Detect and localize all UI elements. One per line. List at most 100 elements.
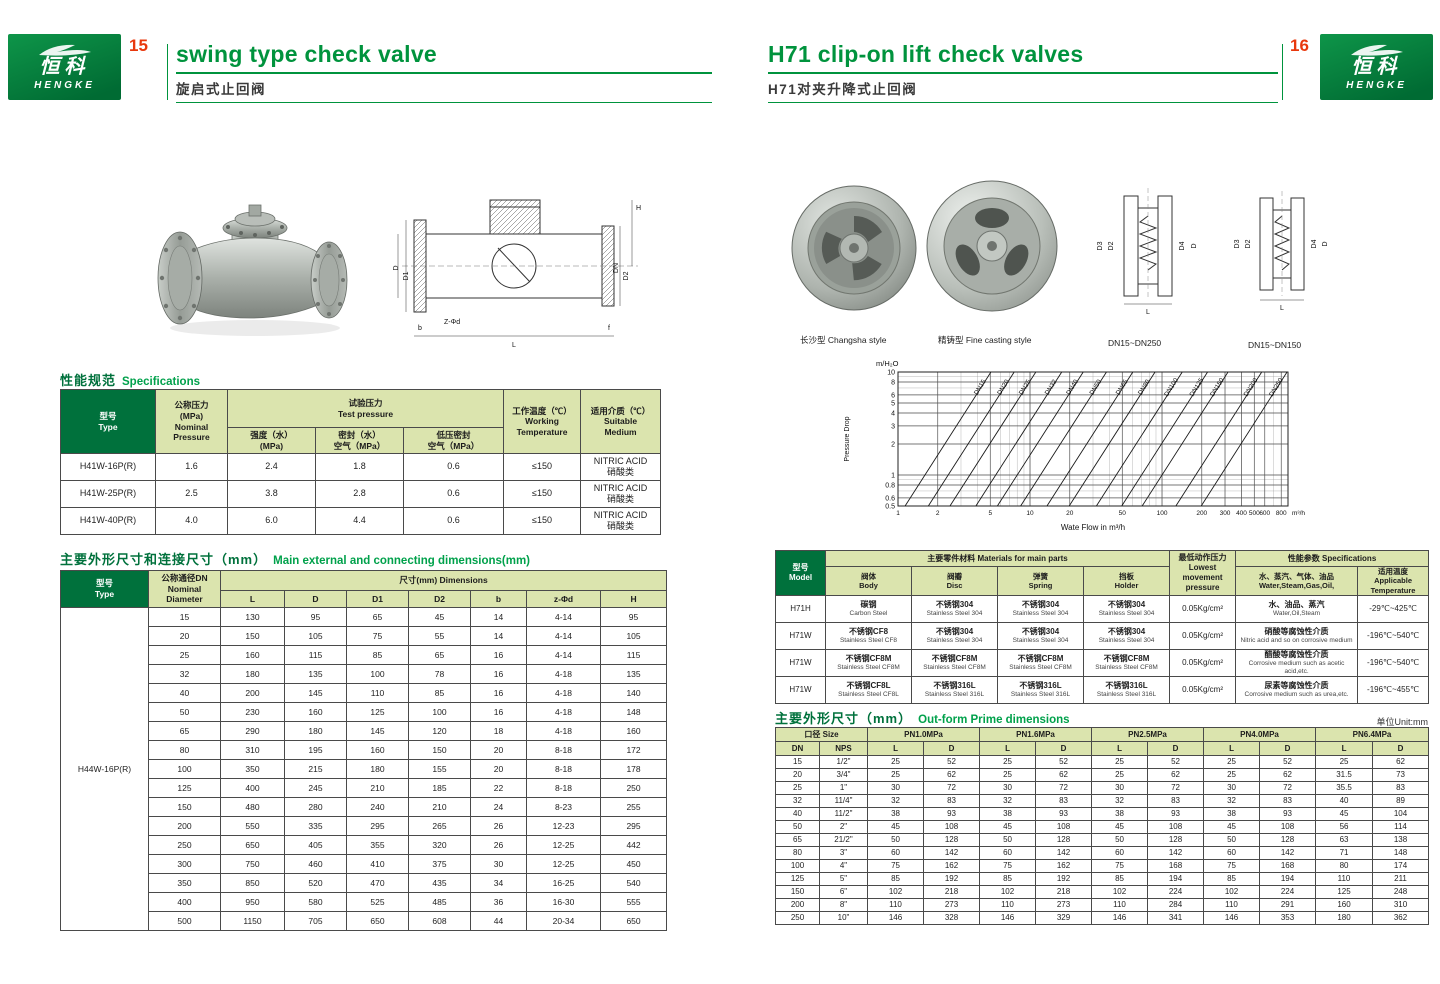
table-cell: 65: [408, 645, 471, 665]
table-cell: 480: [220, 797, 285, 817]
table-cell: 75: [979, 859, 1037, 873]
table-cell: 12-23: [526, 816, 601, 836]
table-cell: ≤150: [503, 480, 582, 508]
table-cell: 174: [1372, 859, 1430, 873]
table-cell: 329: [1035, 911, 1093, 925]
right-dimensions-table: 口径 Size PN1.0MPa PN1.6MPa PN2.5MPa PN4.0…: [774, 727, 1430, 925]
table-cell: 2.4: [227, 453, 316, 481]
table-cell: 110: [1315, 872, 1374, 886]
table-cell: 73: [1372, 768, 1430, 782]
table-cell: 400: [220, 778, 285, 798]
table-cell: 218: [1035, 885, 1093, 899]
table-cell: 12-25: [526, 854, 601, 874]
material-en: Stainless Steel 304: [1012, 637, 1069, 645]
table-cell: 148: [599, 702, 668, 722]
material-en: Stainless Steel CF8M: [923, 664, 986, 672]
table-cell: 34: [470, 873, 527, 893]
heading-zh: 主要外形尺寸（mm）: [775, 711, 913, 726]
y-tick-label: 1: [891, 472, 895, 479]
table-cell: 25: [1203, 768, 1261, 782]
type-cell: H41W-25P(R): [60, 480, 156, 508]
heading-zh: 主要外形尺寸和连接尺寸（mm）: [60, 552, 268, 567]
table-cell: 25: [1091, 755, 1149, 769]
dim-label-D4: D4: [1311, 239, 1318, 248]
x-tick-label: 1: [896, 510, 900, 517]
table-cell: 580: [284, 892, 347, 912]
x-tick-label: 50: [1119, 510, 1127, 517]
pressure-cell: 0.05Kg/cm²: [1169, 649, 1237, 678]
table-cell: 24: [470, 797, 527, 817]
table-cell: 280: [284, 797, 347, 817]
table-cell: 4.0: [155, 507, 228, 535]
table-cell: 52: [923, 755, 981, 769]
material-en: Stainless Steel CF8L: [838, 691, 899, 699]
dim-label-D3: D3: [1097, 241, 1104, 250]
caption-drawing-small: DN15~DN150: [1248, 340, 1302, 350]
table-cell: 248: [1372, 885, 1430, 899]
table-cell: 40: [775, 807, 820, 821]
table-cell: 350: [148, 873, 221, 893]
materials-table: 型号 Model 主要零件材料 Materials for main parts…: [775, 549, 1430, 705]
table-cell: 45: [408, 607, 471, 627]
table-cell: 75: [1203, 859, 1261, 873]
left-title-block: swing type check valve 旋启式止回阀: [176, 41, 712, 104]
y-tick-label: 3: [891, 423, 895, 430]
table-cell: 5": [818, 872, 869, 886]
table-cell: 362: [1372, 911, 1430, 925]
y-tick-label: 4: [891, 410, 895, 417]
col-header-pn10: PN1.0MPa: [867, 727, 981, 742]
material-zh: 不锈钢304: [1107, 600, 1146, 610]
col-header-lowseal: 低压密封 空气（MPa）: [402, 427, 505, 454]
table-cell: 608: [408, 911, 471, 931]
table-cell: 32: [979, 794, 1037, 808]
table-cell: 146: [1203, 911, 1261, 925]
col-header-type: 型号 Type: [60, 389, 156, 454]
col-header-holder: 挡板 Holder: [1082, 565, 1171, 597]
wafer-valve-photo-fine-casting: [926, 180, 1058, 312]
table-cell: 2.5: [155, 480, 228, 508]
wafer-valve-drawing-large: D3 D2 D4 D L: [1097, 188, 1198, 316]
series-line-DN125: [1121, 371, 1208, 507]
dim-label-L: L: [512, 342, 516, 349]
col-header-strength: 强度（水） (MPa): [227, 427, 316, 454]
table-cell: 146: [979, 911, 1037, 925]
table-cell: 353: [1259, 911, 1317, 925]
material-en: Stainless Steel CF8M: [1009, 664, 1072, 672]
table-cell: 525: [346, 892, 409, 912]
table-cell: 162: [1035, 859, 1093, 873]
material-zh: 不锈钢CF8M: [845, 654, 892, 664]
col-header-L: L: [220, 590, 285, 608]
table-cell: 60: [1091, 846, 1149, 860]
table-cell: 72: [1035, 781, 1093, 795]
hengke-logo-left: 恒科 HENGKE: [8, 34, 121, 100]
table-cell: 14: [470, 626, 527, 646]
table-cell: 210: [408, 797, 471, 817]
table-cell: 102: [867, 885, 925, 899]
dim-label-D4: D4: [1179, 241, 1186, 250]
col-header-medium: 适用介质（℃） Suitable Medium: [580, 389, 662, 454]
dim-label-D3: D3: [1234, 239, 1241, 248]
x-tick-label: 200: [1196, 510, 1207, 517]
series-line-DN32: [975, 371, 1063, 507]
table-cell: 125: [346, 702, 409, 722]
table-cell: 108: [1147, 820, 1205, 834]
table-cell: 78: [408, 664, 471, 684]
table-cell: 211: [1372, 872, 1430, 886]
table-cell: 15: [775, 755, 820, 769]
table-cell: 93: [923, 807, 981, 821]
table-cell: 25: [1315, 755, 1374, 769]
table-cell: 10": [818, 911, 869, 925]
table-cell: 155: [408, 759, 471, 779]
table-cell: 2": [818, 820, 869, 834]
material-en: Stainless Steel CF8M: [837, 664, 900, 672]
